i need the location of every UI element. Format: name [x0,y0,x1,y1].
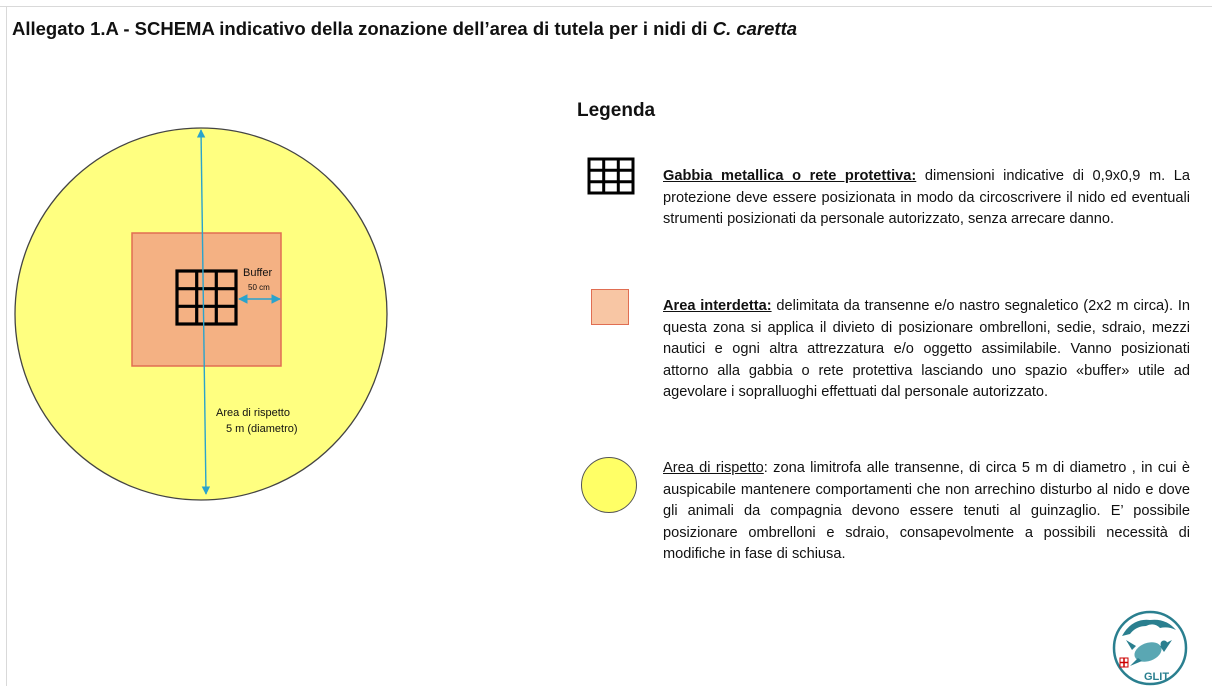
buffer-size: 50 cm [248,283,270,292]
grid-cage-icon [587,157,635,195]
legend-text-rispetto: : zona limitrofa alle transenne, di circ… [663,460,1191,562]
legend-item-interdetta: Area interdetta: delimitata da transenne… [663,296,1190,404]
page-title: Allegato 1.A - SCHEMA indicativo della z… [12,18,797,40]
circle-area-icon [581,457,637,513]
legend-text-gabbia: dimensioni indicative di 0,9x0,9 m. La p… [663,168,1190,227]
legend-title: Legenda [577,100,656,121]
zonation-diagram: Buffer 50 cm Area di rispetto 5 m (diame… [14,127,388,501]
logo-text: GLIT [1144,671,1169,683]
cage-grid-icon [175,269,238,326]
legend-item-gabbia: Gabbia metallica o rete protettiva: dime… [663,166,1190,231]
legend-term-rispetto: Area di rispetto [663,460,764,476]
buffer-label: Buffer [243,267,272,279]
square-area-icon [591,289,629,325]
page-title-main: Allegato 1.A - SCHEMA indicativo della z… [12,18,713,39]
glit-logo: GLIT [1112,610,1188,686]
diameter-arrow [196,129,211,495]
legend-item-rispetto: Area di rispetto: zona limitrofa alle tr… [663,458,1190,566]
area-label-line2: 5 m (diametro) [226,423,298,435]
frame-border-left [6,6,7,686]
legend-term-interdetta: Area interdetta: [663,298,772,314]
frame-border-top [0,6,1212,7]
legend-text-interdetta: delimitata da transenne e/o nastro segna… [663,298,1190,400]
legend-term-gabbia: Gabbia metallica o rete protettiva: [663,168,917,184]
page-title-species: C. caretta [712,18,798,39]
area-label-line1: Area di rispetto [216,407,290,419]
